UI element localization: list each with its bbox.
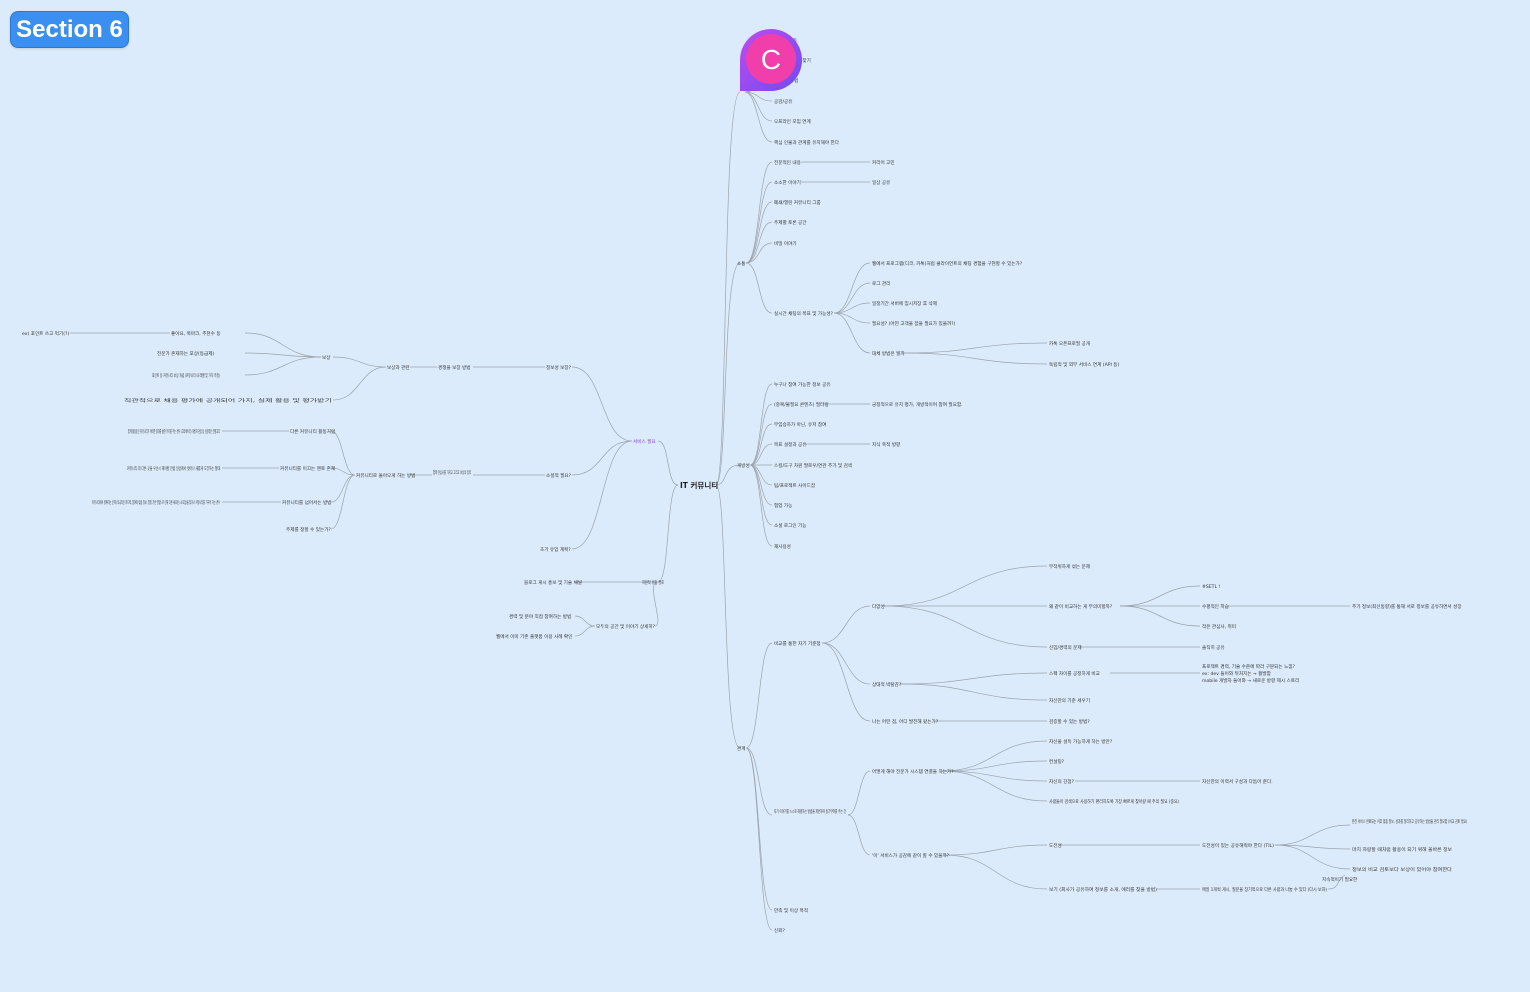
root-node: IT 커뮤니티 <box>680 480 718 490</box>
node: 보기 (회사가 공유하여 정보를 소개, 에러를 찾을 방법) <box>1049 886 1157 893</box>
node: 누구나 참여 가능한 정보 공유 <box>774 381 831 388</box>
node: 폐쇄/열린 커뮤니티 그룹 <box>774 199 821 206</box>
node: 마치 자랑할 때처럼 활용이 되기 위해 올바른 정보 <box>1352 846 1452 853</box>
node: 수평적인 학습 <box>1202 603 1229 610</box>
node: 도전성 <box>1049 842 1062 849</box>
node: 어떻게 해야 전문가 시스템 연결을 하는가? <box>872 768 954 775</box>
node: 자신만의 이력서 구성과 다듬어 준다. <box>1202 778 1273 785</box>
node: 정보의 비교 검토보다 보상이 있어야 참여한다 <box>1352 866 1453 873</box>
node: 일정기간 서버에 임시저장 후 삭제 <box>872 300 937 307</box>
node: 함께 활동중인 커뮤니티가 어떠한 결과를 통한 가치를 주는 경우 (크리에이… <box>128 428 220 435</box>
node: 신입/경력의 문제 <box>1049 644 1082 651</box>
node: 긍정적으로 유지 평가, 개방적이며 참여 필요함. <box>872 401 963 408</box>
node: (중복/불필요 콘텐츠) 필터링 <box>774 401 829 408</box>
node: 포인트 등 커뮤니티 보상 개념 (커뮤니티 내 레벨 및 가치 측정) <box>152 372 220 379</box>
top-item: 핵심 인물과 관계를 유지해야 한다 <box>774 139 840 146</box>
node: mobile 개발자 들어와 → 새로운 방향 제시 스토리 <box>1202 677 1299 684</box>
node: 커뮤니티에서 행복하는 문제 (적극적인 피드백, 참여와 맞춤 정보, 열정 … <box>92 499 220 506</box>
node: 주제별 토론 공간 <box>774 219 807 226</box>
node: 로그 관리 <box>872 280 890 287</box>
node: '이' 서비스가 공감에 같이 할 수 있을까? <box>872 852 950 859</box>
node: 전문가 존재하는 포상(등급제) <box>157 350 214 357</box>
node: 완전 서비스 완료되는 이후 맞춤 정보, 성과를 정리하고 공유하는 방법을 … <box>1352 818 1467 825</box>
section-badge[interactable]: Section 6 <box>10 11 129 48</box>
node: 자신의 강점? <box>1049 778 1075 785</box>
node: 커뮤니티를 넘어서는 방법 <box>282 499 331 506</box>
node: 좋아요, 북마크, 추천수 등 <box>171 330 221 337</box>
node: 컨설팅? <box>1049 758 1065 765</box>
node: 매일 1개씩 게시, 질문을 장기적으로 다른 사람과 나눌 수 있다 (다시 … <box>1202 886 1327 893</box>
branch-relations: 관계 <box>737 745 745 752</box>
node: 경력 및 분야 직접 참여하는 방법 <box>509 613 571 620</box>
node: 사람들이 검색으로 사용하기 편리하도록 가장 빠르게 찾아갈 때 주의 필요 … <box>1049 798 1179 805</box>
node: 자신을 설득 가능하게 하는 방안? <box>1049 738 1113 745</box>
node: 일상 공유 <box>872 179 890 186</box>
node: 도전성이 있는 공유해줘야 한다 (TIL) <box>1202 842 1274 849</box>
top-item: 공감/공유 <box>774 98 792 105</box>
node: 재사용성 <box>774 543 791 550</box>
node: 스킬/도구 차원 팔로우/연관 추가 및 검색 <box>774 462 852 469</box>
node: 무작위하게 섞는 문제 <box>1049 563 1090 570</box>
node: 블로그 게시 홍보 및 기술 채널 <box>524 579 582 586</box>
node: 나는 어떤 점, 어디 발전해 왔는가? <box>872 718 939 725</box>
node: 팀/프로젝트 사이드잡 <box>774 482 816 489</box>
node: 다른 커뮤니티 활동처럼 <box>290 428 335 435</box>
node: ex) 포인트 쓰고 먹기(?) <box>22 330 69 337</box>
node: 왜 같이 비교하는 게 무의미할까? <box>1049 603 1113 610</box>
node: 주제를 정할 수 있는가? <box>286 526 331 533</box>
node: 실시간 채팅의 목표 및 가능성? <box>774 310 834 317</box>
branch-openness: 개방성 <box>737 462 750 469</box>
avatar-letter: C <box>761 44 781 75</box>
node: 솔직히 공유 <box>1202 644 1225 651</box>
node: 소셜 로그인 기능 <box>774 522 807 529</box>
top-item: 오프라인 모임 연계 <box>774 118 811 125</box>
node: 웹에서 프로그램(디코, 카톡)처럼 클라이언트의 채팅 경험을 구현할 수 있… <box>872 260 1023 267</box>
node: 스펙 차이를 공정하게 비교 <box>1049 670 1100 677</box>
node: 소소한 이야기 <box>774 179 801 186</box>
node: 목표 설정과 공유 <box>774 441 807 448</box>
node: 무임승차가 아닌, 유저 참여 <box>774 421 826 428</box>
node: 상대적 박탈감? <box>872 681 902 688</box>
node: #SETL ! <box>1202 584 1220 590</box>
node: 지속적이기 필요한 <box>1322 876 1358 883</box>
node: 검증할 수 있는 방법? <box>1049 718 1090 725</box>
node: 신뢰? <box>774 927 785 934</box>
node: 추가 정보(최신동향)를 통해 서로 정보를 공유하면서 성장 <box>1352 603 1462 610</box>
node: 커뮤니티 외 다른 곳을 우선시 해야할 만큼 일상에서 벗어나 새롭게 도전하… <box>127 465 220 472</box>
node: 커리어 고민 <box>872 159 895 166</box>
node: 카톡 오픈프로필 공개 <box>1049 340 1090 347</box>
node: ex: dev 들어와 뒤처지는 → 활발함 <box>1202 670 1272 677</box>
branch-spread: 지원적 유입 경로 <box>642 579 664 586</box>
node: 지식 축적 방향 <box>872 441 901 448</box>
node: 협업 가능 <box>774 502 792 509</box>
node: 커뮤니티로 돌아오게 하는 방법 <box>356 472 415 479</box>
node: 소셜적 필요? <box>546 472 572 479</box>
node: 만족 및 이상 목적 <box>774 907 808 914</box>
node: 경쟁을 보장 방법 <box>438 364 471 371</box>
node: 직관적으로 채용 평가에 공개되어 가치, 실제 활용 및 평가받기 <box>124 397 332 404</box>
node: 보상과 관련 <box>387 364 410 371</box>
node: 전문적인 내용 <box>774 159 801 166</box>
node: 보상 <box>322 354 331 361</box>
node: 자신만의 기준 세우기 <box>1049 697 1090 704</box>
node: 작은 관심사, 취미 <box>1202 623 1236 630</box>
node: 대체 방법은 뭘까 <box>872 350 905 357</box>
node: 비교를 통한 자기 기준점 <box>774 640 821 647</box>
node: 자기 이야기를 스스로 해결하는 방법을 제안하여 동기부여를 주는 것 <box>774 808 846 815</box>
node: 비밀 이야기 <box>774 240 797 247</box>
node: 독립적 및 외부 서비스 연계 (API 등) <box>1049 361 1120 368</box>
node: 초기 유입 계획? <box>540 546 571 553</box>
node: 커뮤니티를 이끄는 멘토 존재 <box>280 465 335 472</box>
avatar[interactable]: C <box>739 28 803 92</box>
branch-service-need: 서비스 필요 <box>633 438 656 445</box>
node: 필요성? (어떤 고객을 잡을 필요가 있을까?) <box>872 320 956 327</box>
node: 프로젝트 경력, 기술 수준에 따라 구분되는 느낌? <box>1202 663 1296 670</box>
branch-communication: 소통 <box>737 261 745 267</box>
node: 다양성 <box>872 603 885 610</box>
node: 함께 관심사를 가지고 그리고 보상의 동력 <box>433 469 471 476</box>
node: 모두의 공간 및 이야기 상세히? <box>596 623 656 630</box>
node: 정보성 보장? <box>546 364 572 371</box>
node: 웹에서 이미 기존 플랫폼 이용 사례 확인 <box>496 633 572 640</box>
